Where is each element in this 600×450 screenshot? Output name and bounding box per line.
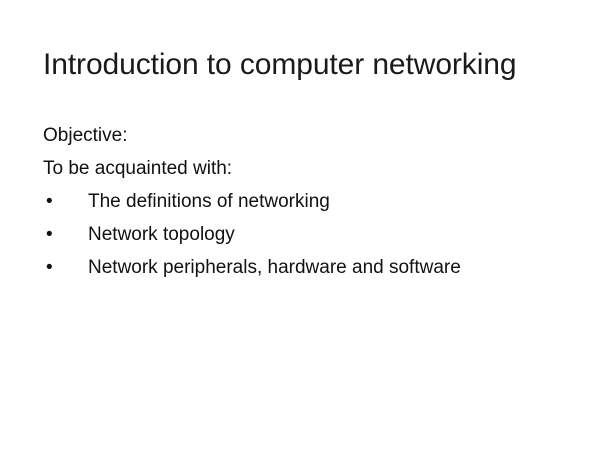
body-line-objective: Objective: [43, 125, 128, 146]
list-item-label: Network topology [88, 224, 235, 245]
body-line-acquainted: To be acquainted with: [43, 158, 233, 179]
list-item-label: The definitions of networking [88, 191, 330, 212]
bullet-icon: • [46, 224, 53, 245]
page-title: Introduction to computer networking [43, 48, 517, 81]
list-item: • The definitions of networking [43, 185, 563, 218]
bullet-icon: • [46, 257, 53, 278]
list-item: • Network topology [43, 218, 563, 251]
list-item: • Network peripherals, hardware and soft… [43, 251, 563, 284]
list-item-label: Network peripherals, hardware and softwa… [88, 257, 461, 278]
bullet-icon: • [46, 191, 53, 212]
slide-body: Objective: To be acquainted with: • The … [43, 119, 563, 284]
